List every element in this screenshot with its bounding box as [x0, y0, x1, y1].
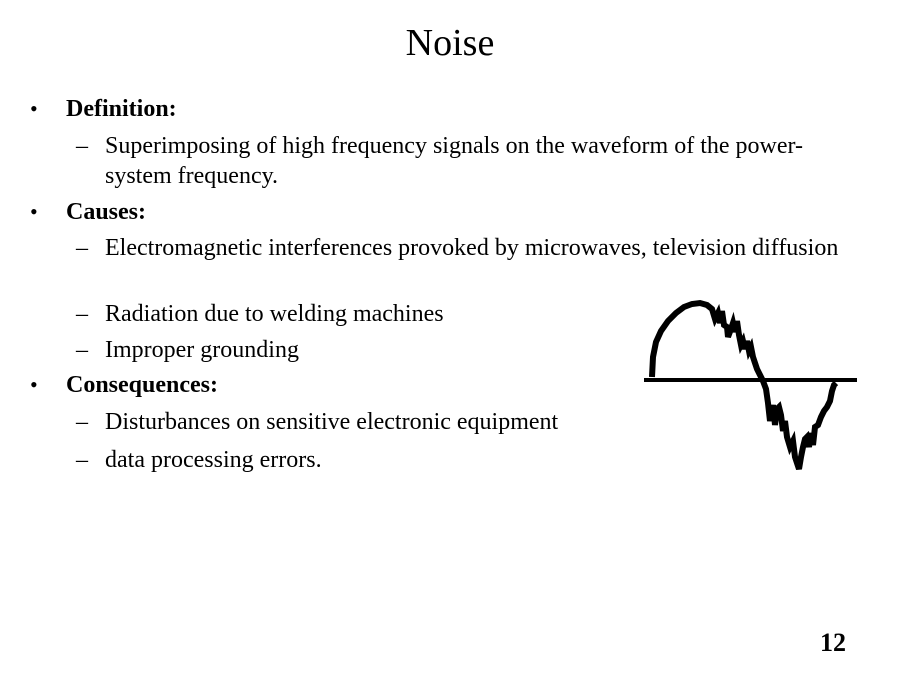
- sub-bullet-text: Improper grounding: [105, 337, 299, 363]
- dash-icon: –: [76, 301, 88, 327]
- bullet-heading: Consequences:: [66, 372, 219, 398]
- bullet-icon: •: [30, 372, 38, 397]
- dash-icon: –: [76, 133, 88, 159]
- bullet-heading: Definition:: [66, 96, 177, 122]
- sub-bullet-text: Radiation due to welding machines: [105, 301, 444, 327]
- sub-bullet-text: Disturbances on sensitive electronic equ…: [105, 409, 559, 435]
- dash-icon: –: [76, 235, 88, 261]
- sub-bullet-text: Superimposing of high frequency signals …: [105, 133, 804, 189]
- dash-icon: –: [76, 409, 88, 435]
- dash-icon: –: [76, 447, 88, 473]
- sub-bullet-text: data processing errors.: [105, 447, 322, 473]
- bullet-heading: Causes:: [66, 199, 147, 225]
- dash-icon: –: [76, 337, 88, 363]
- bullet-icon: •: [30, 199, 38, 224]
- sub-bullet-text: Electromagnetic interferences provoked b…: [105, 235, 839, 261]
- bullet-icon: •: [30, 96, 38, 121]
- slide-title: Noise: [405, 22, 495, 64]
- page-number: 12: [820, 628, 846, 657]
- noisy-sine-waveform-icon: [644, 299, 857, 470]
